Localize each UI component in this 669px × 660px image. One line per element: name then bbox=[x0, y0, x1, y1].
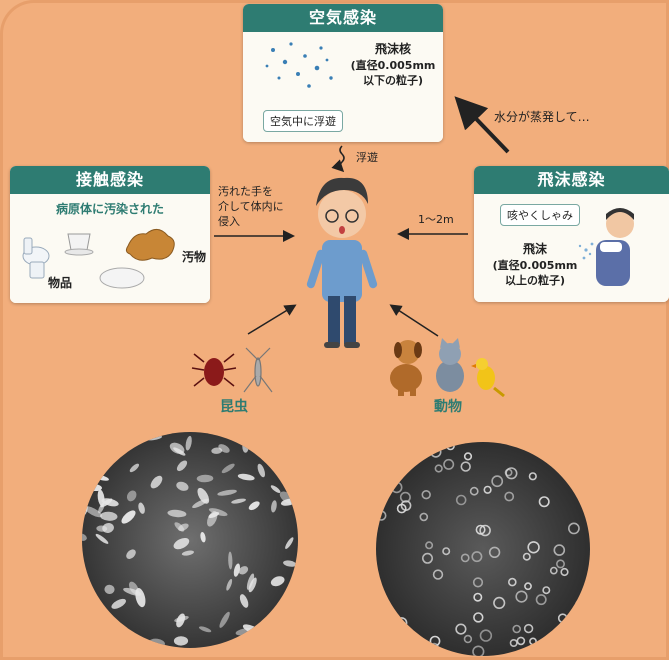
floating-label: 浮遊 bbox=[356, 151, 378, 164]
airborne-infection-title: 空気感染 bbox=[243, 4, 443, 32]
droplet-infection-card: 飛沫感染 咳やくしゃみ 飛沫 (直径0.005mm 以上の粒子) bbox=[474, 166, 669, 302]
dirt-icon bbox=[125, 229, 175, 261]
animal-arrow bbox=[389, 304, 439, 337]
micrograph-right bbox=[376, 442, 590, 656]
contact-infection-title: 接触感染 bbox=[10, 166, 210, 194]
floating-in-air-bubble: 空気中に浮遊 bbox=[263, 110, 343, 132]
contact-infection-card: 接触感染 病原体に汚染された 物品 bbox=[10, 166, 210, 303]
micrograph-left-image bbox=[82, 432, 298, 648]
contaminated-items-label: 病原体に汚染された bbox=[55, 202, 164, 216]
tick-icon bbox=[191, 353, 237, 387]
cat-icon bbox=[436, 338, 464, 392]
contaminated-items-illustration bbox=[22, 229, 175, 289]
distance-label: 1〜2m bbox=[418, 213, 454, 226]
droplet-label: 飛沫 bbox=[522, 242, 547, 256]
sneezing-man-illustration bbox=[578, 208, 634, 286]
cup-icon bbox=[64, 233, 94, 256]
contact-route-text-3: 侵入 bbox=[218, 215, 240, 228]
insect-arrow bbox=[247, 304, 297, 335]
dog-icon bbox=[390, 340, 422, 396]
droplet-nuclei-size-2: 以下の粒子) bbox=[362, 74, 424, 87]
airborne-infection-card: 空気感染 飛沫核 (直径0.005mm 以下の粒子) 空気中に浮遊 bbox=[243, 4, 443, 142]
droplet-infection-title: 飛沫感染 bbox=[474, 166, 669, 194]
droplet-nuclei-dots bbox=[265, 42, 333, 88]
insects-label: 昆虫 bbox=[220, 399, 248, 415]
animals-label: 動物 bbox=[434, 399, 462, 415]
contact-route-text-2: 介して体内に bbox=[218, 200, 284, 213]
contact-card-body: 病原体に汚染された 物品 汚物 bbox=[10, 194, 210, 303]
droplet-nuclei-label: 飛沫核 bbox=[374, 42, 411, 56]
cough-sneeze-bubble: 咳やくしゃみ bbox=[500, 204, 580, 226]
evaporation-label: 水分が蒸発して… bbox=[494, 110, 590, 124]
bird-icon bbox=[471, 358, 505, 398]
evaporation-arrow bbox=[454, 96, 510, 154]
airborne-card-body: 飛沫核 (直径0.005mm 以下の粒子) 空気中に浮遊 bbox=[243, 32, 443, 142]
micrograph-right-image bbox=[376, 442, 590, 656]
droplet-card-body: 咳やくしゃみ 飛沫 (直径0.005mm 以上の粒子) bbox=[474, 194, 669, 302]
toilet-icon bbox=[22, 237, 50, 279]
droplet-size: (直径0.005mm bbox=[492, 259, 578, 272]
micrograph-left bbox=[82, 432, 298, 648]
dirt-label: 汚物 bbox=[182, 250, 207, 264]
plate-icon bbox=[99, 267, 145, 289]
mosquito-icon bbox=[243, 347, 273, 393]
items-label: 物品 bbox=[48, 276, 73, 290]
droplet-nuclei-size: (直径0.005mm bbox=[350, 59, 436, 72]
floating-arrow bbox=[331, 145, 345, 173]
contact-route-text-1: 汚れた手を bbox=[218, 185, 273, 198]
droplet-size-2: 以上の粒子) bbox=[504, 274, 566, 287]
